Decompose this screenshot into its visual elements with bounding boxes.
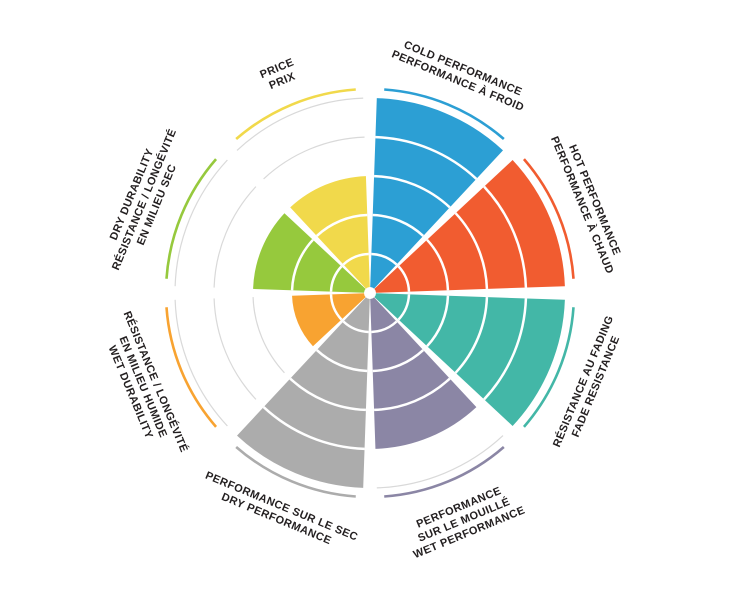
sector-dry-performance: PERFORMANCE SUR LE SECDRY PERFORMANCE bbox=[203, 297, 370, 547]
wedge-fade-resistance bbox=[374, 293, 565, 426]
grid-ring bbox=[372, 213, 425, 237]
wedge-hot-performance bbox=[374, 160, 565, 293]
grid-ring bbox=[263, 136, 365, 180]
max-arc-price bbox=[235, 88, 356, 141]
wedge-dry-performance bbox=[237, 297, 370, 488]
grid-ring bbox=[342, 320, 369, 334]
grid-ring bbox=[374, 377, 451, 412]
grid-ring bbox=[342, 252, 369, 266]
sector-hot-performance: HOT PERFORMANCEPERFORMANCE À CHAUD bbox=[374, 134, 622, 293]
max-arc-fade-resistance bbox=[522, 307, 575, 428]
grid-ring bbox=[483, 298, 528, 401]
grid-ring bbox=[213, 298, 257, 400]
grid-ring bbox=[483, 185, 528, 288]
grid-ring bbox=[375, 135, 478, 180]
grid-ring bbox=[174, 159, 228, 287]
grid-ring bbox=[290, 238, 314, 291]
grid-ring bbox=[236, 97, 364, 151]
grid-ring bbox=[372, 349, 425, 373]
grid-ring bbox=[397, 294, 411, 321]
grid-ring bbox=[315, 349, 368, 373]
grid-ring bbox=[454, 297, 489, 374]
wedge-wet-durability bbox=[292, 293, 366, 347]
grid-ring bbox=[374, 174, 451, 209]
max-arc-dry-performance bbox=[235, 445, 356, 498]
max-arc-hot-performance bbox=[522, 158, 575, 279]
label-cold-performance: COLD PERFORMANCEPERFORMANCE À FROID bbox=[390, 36, 531, 114]
grid-ring bbox=[454, 212, 489, 289]
max-arc-cold-performance bbox=[384, 88, 505, 141]
grid-ring bbox=[426, 238, 450, 291]
label-dry-durability: DRY DURABILITYRÉSISTANCE / LONGÉVITÉEN M… bbox=[98, 122, 192, 277]
grid-ring bbox=[289, 377, 366, 412]
grid-ring bbox=[174, 299, 228, 427]
grid-ring bbox=[371, 320, 398, 334]
grid-ring bbox=[213, 186, 257, 288]
grid-ring bbox=[262, 406, 365, 451]
wedge-wet-performance bbox=[370, 297, 477, 449]
grid-ring bbox=[329, 265, 343, 292]
label-fade-resistance: RÉSISTANCE AU FADINGFADE RESISTANCE bbox=[550, 314, 629, 455]
grid-ring bbox=[397, 265, 411, 292]
grid-ring bbox=[426, 295, 450, 348]
grid-ring bbox=[371, 252, 398, 266]
max-arc-wet-durability bbox=[165, 307, 218, 428]
max-arc-wet-performance bbox=[384, 445, 505, 498]
grid-ring bbox=[376, 435, 504, 489]
label-wet-durability: RÉSISTANCE / LONGÉVITÉEN MILIEU HUMIDEWE… bbox=[96, 309, 191, 464]
wedge-cold-performance bbox=[370, 98, 503, 289]
label-price: PRICEPRIX bbox=[258, 56, 301, 93]
grid-ring bbox=[329, 294, 343, 321]
grid-ring bbox=[315, 213, 368, 237]
max-arc-dry-durability bbox=[165, 158, 218, 279]
grid-ring bbox=[252, 297, 285, 374]
